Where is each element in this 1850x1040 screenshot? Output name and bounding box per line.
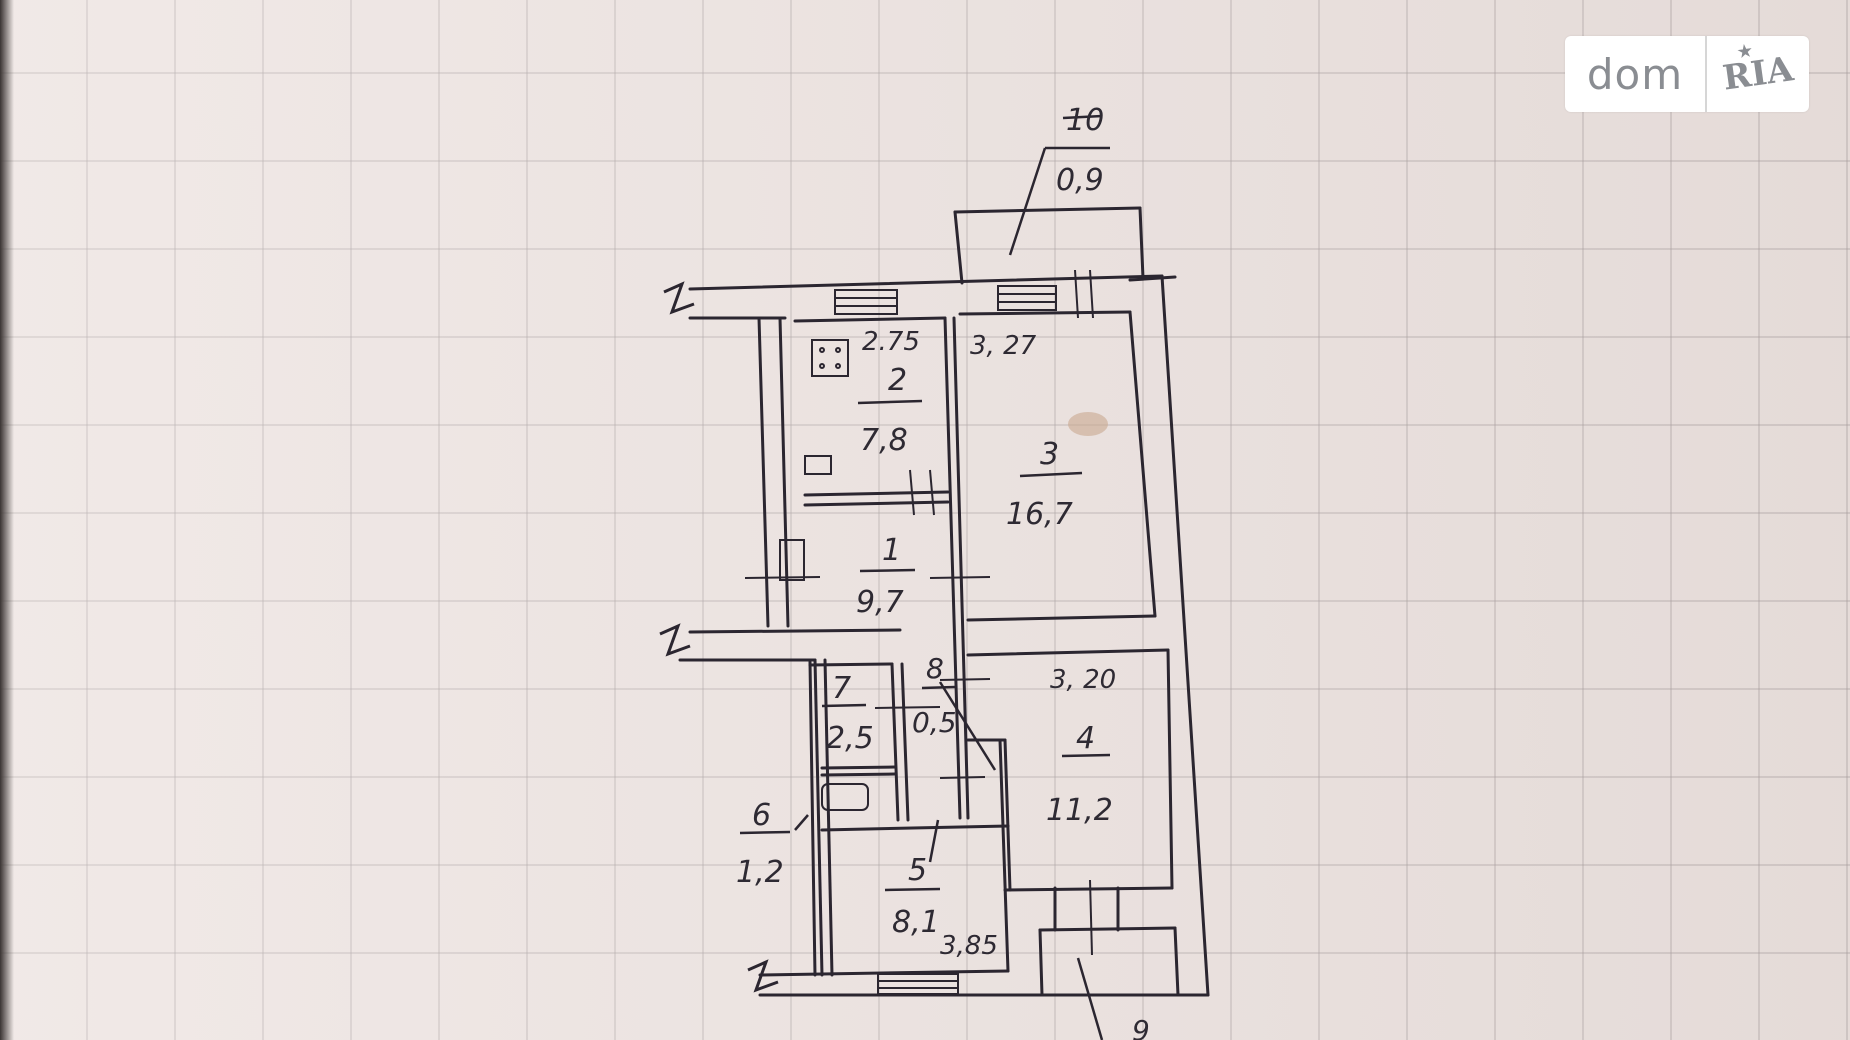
- room-8-area: 0,5: [912, 706, 957, 739]
- room-10-number: 10: [1066, 103, 1104, 138]
- fraction-bars: [739, 114, 1111, 892]
- room-4-number: 4: [1076, 721, 1095, 756]
- room-2-height: 2.75: [862, 327, 920, 357]
- cut-symbols: [659, 281, 779, 993]
- room-3-area: 16,7: [1006, 497, 1073, 532]
- fixtures: [804, 339, 869, 811]
- room-6-area: 1,2: [736, 855, 784, 890]
- room-10-area: 0,9: [1056, 163, 1104, 198]
- domria-watermark: dom ★ RIA: [1565, 36, 1809, 112]
- windows: [779, 285, 1057, 995]
- room-5-height: 3,85: [940, 931, 998, 961]
- leader-lines: [794, 146, 1110, 1040]
- watermark-ria-text: ★ RIA: [1705, 41, 1809, 101]
- room-3-number: 3: [1040, 437, 1059, 472]
- room-1-area: 9,7: [856, 585, 904, 620]
- watermark-divider: [1705, 36, 1707, 112]
- room-4-height: 3, 20: [1050, 665, 1116, 695]
- sink-icon: [804, 455, 832, 475]
- room-2-area: 7,8: [860, 423, 908, 458]
- door-marks: [744, 269, 1094, 956]
- room-1-number: 1: [882, 533, 901, 568]
- room-7-number: 7: [832, 671, 851, 706]
- stove-icon: [811, 339, 849, 377]
- paper-edge-shadow: [0, 0, 14, 1040]
- star-icon: ★: [1736, 40, 1754, 62]
- watermark-ria-label: RIA: [1720, 49, 1796, 99]
- room-8-number: 8: [926, 652, 944, 685]
- room-5-number: 5: [908, 853, 927, 888]
- watermark-dom-text: dom: [1586, 49, 1684, 99]
- room-9-number: 9: [1132, 1014, 1150, 1040]
- bathtub-icon: [821, 783, 869, 811]
- room-2-number: 2: [888, 363, 907, 398]
- paper-stain: [1068, 412, 1108, 436]
- room-4-area: 11,2: [1046, 793, 1113, 828]
- room-7-area: 2,5: [826, 721, 874, 756]
- room-6-number: 6: [752, 798, 771, 833]
- room-3-height: 3, 27: [970, 331, 1037, 361]
- walls: [678, 206, 1210, 997]
- room-5-area: 8,1: [892, 905, 940, 940]
